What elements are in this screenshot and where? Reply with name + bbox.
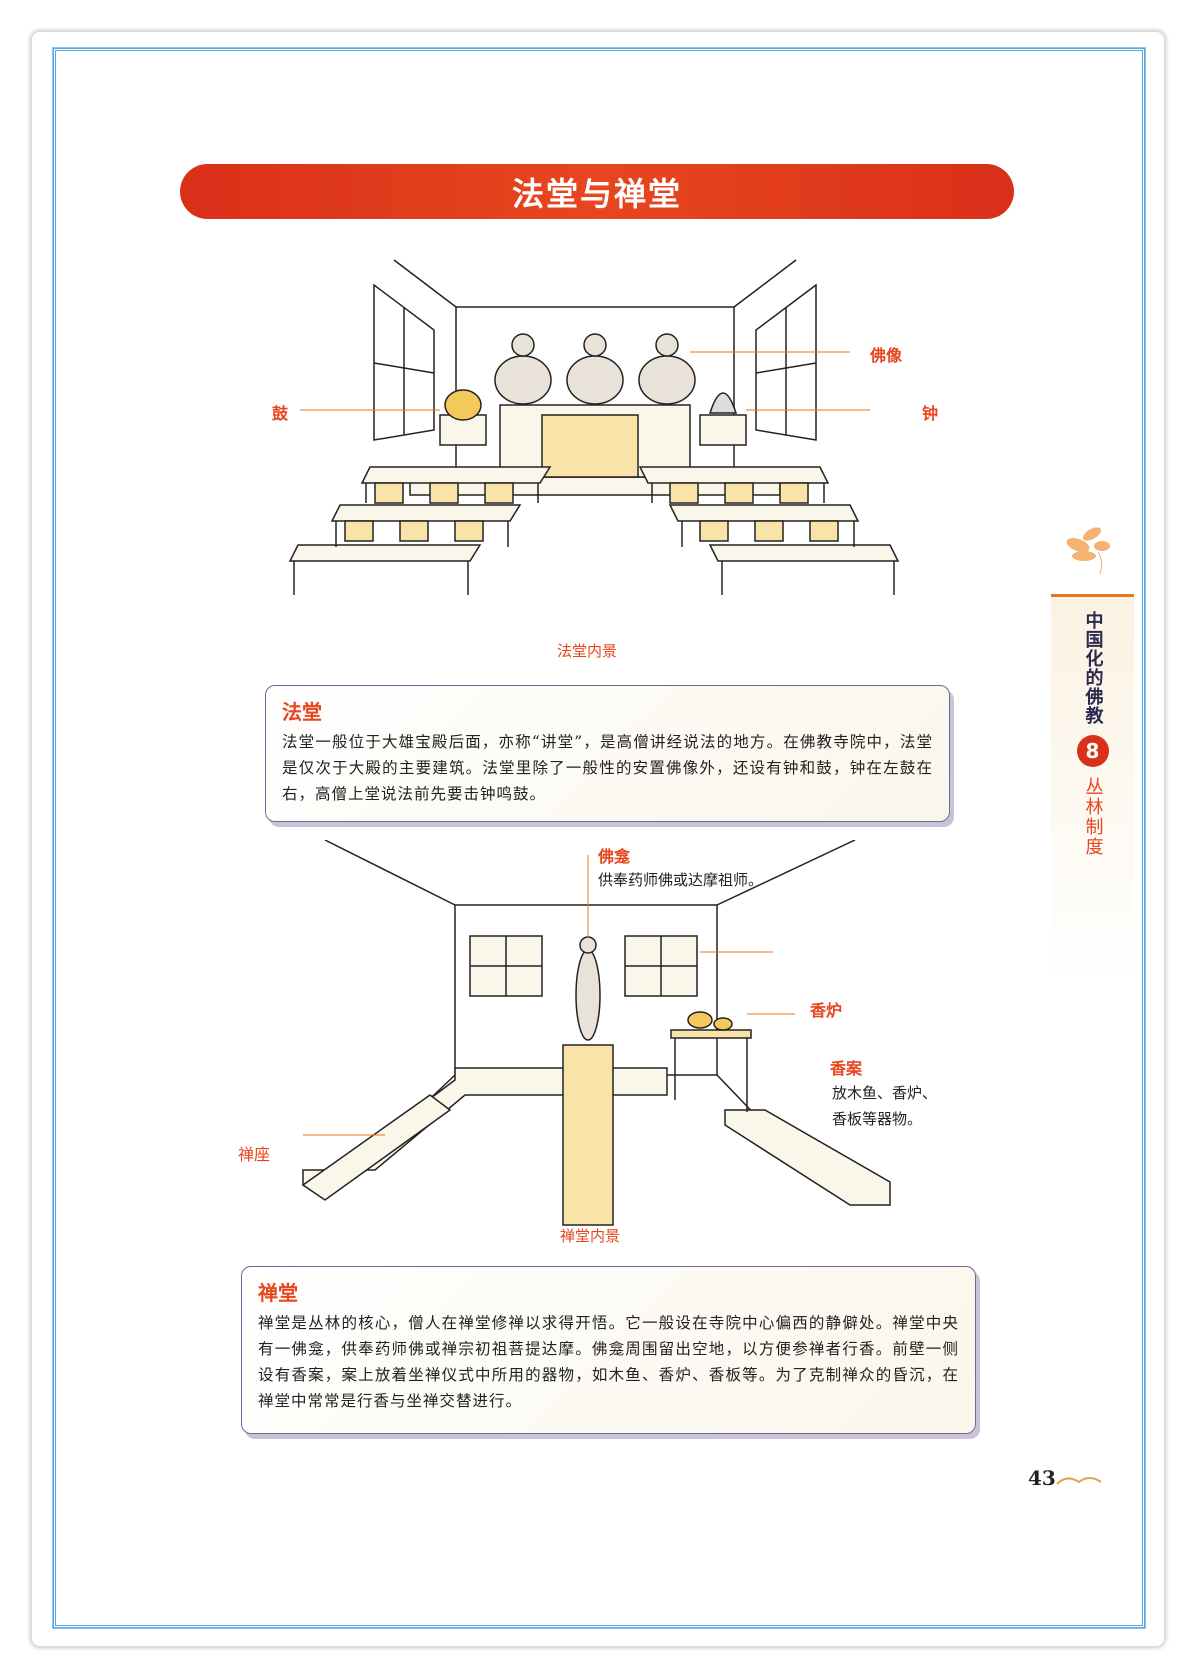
shrine-note: 供奉药师佛或达摩祖师。 [598,871,764,889]
page-border [52,47,1146,1629]
book-title: 中国化的佛教 [1082,611,1104,725]
chantang-caption: 禅堂内景 [560,1227,621,1245]
chantang-heading: 禅堂 [258,1281,298,1305]
fatang-textbox: 法堂 法堂一般位于大雄宝殿后面，亦称“讲堂”，是高僧讲经说法的地方。在佛教寺院中… [265,685,950,822]
label-buddha-statues: 佛像 [870,346,903,365]
chantang-illustration [301,840,891,1226]
fatang-caption: 法堂内景 [557,642,618,660]
page-number: 43 [1028,1466,1056,1490]
label-incense-table: 香案 [830,1059,863,1078]
label-shrine: 佛龛 [598,847,631,866]
fatang-heading: 法堂 [282,700,322,724]
lotus-icon [1066,527,1110,575]
fatang-illustration [288,259,900,595]
chapter-number-badge: 8 [1076,735,1109,767]
label-bell: 钟 [922,404,939,423]
section-banner: 法堂与禅堂 [180,164,1014,219]
label-censer: 香炉 [810,1001,843,1020]
chantang-text: 禅堂是丛林的核心，僧人在禅堂修禅以求得开悟。它一般设在寺院中心偏西的静僻处。禅堂… [258,1314,959,1410]
incense-table-note-2: 香板等器物。 [832,1110,923,1128]
cloud-ornament-icon [1056,1477,1102,1485]
incense-table-note-1: 放木鱼、香炉、 [832,1084,938,1102]
banner-title: 法堂与禅堂 [511,174,682,213]
chapter-sidebar: 中国化的佛教 8 丛林制度 [1051,594,1134,984]
label-drum: 鼓 [272,404,289,423]
chantang-textbox: 禅堂 禅堂是丛林的核心，僧人在禅堂修禅以求得开悟。它一般设在寺院中心偏西的静僻处… [241,1266,976,1434]
page-frame [30,30,1166,1648]
fatang-text: 法堂一般位于大雄宝殿后面，亦称“讲堂”，是高僧讲经说法的地方。在佛教寺院中，法堂… [282,733,933,803]
label-meditation-seat: 禅座 [238,1145,271,1164]
chapter-title: 丛林制度 [1082,777,1104,857]
